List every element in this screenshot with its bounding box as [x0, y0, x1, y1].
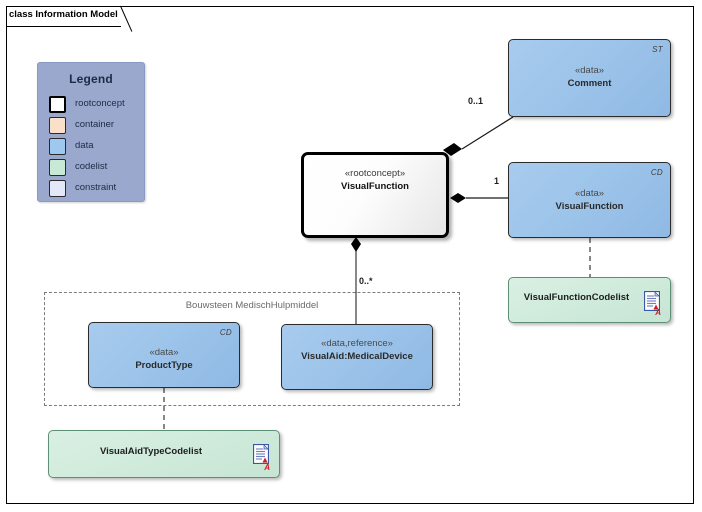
class-node-medicaldevice[interactable]: «data,reference» VisualAid:MedicalDevice	[281, 324, 433, 390]
class-name-producttype: ProductType	[135, 360, 193, 371]
diamond-comment-rootconcept	[443, 143, 462, 156]
class-name-rootconcept: VisualFunction	[341, 181, 409, 192]
a-marker-visualaidtypecodelist: A	[264, 463, 270, 472]
class-node-visualfunctioncodelist[interactable]: VisualFunctionCodelist A	[508, 277, 671, 323]
stereotype-rootconcept: «rootconcept»	[344, 168, 406, 179]
class-node-rootconcept-visualfunction[interactable]: «rootconcept» VisualFunction	[301, 152, 449, 238]
diamond-rootconcept-medicaldevice	[351, 237, 361, 252]
legend-items: rootconcept container data codelist cons…	[49, 95, 145, 200]
connector-comment-to-rootconcept	[461, 116, 514, 150]
class-name-visualfunctioncodelist: VisualFunctionCodelist	[523, 292, 630, 303]
a-marker-visualfunctioncodelist: A	[655, 308, 661, 317]
class-node-comment[interactable]: ST «data» Comment	[508, 39, 671, 117]
corner-tag-visualfunction: CD	[650, 168, 663, 177]
multiplicity-comment: 0..1	[468, 96, 484, 106]
legend-label-constraint: constraint	[75, 182, 117, 193]
class-node-producttype[interactable]: CD «data» ProductType	[88, 322, 240, 388]
legend-item-codelist: codelist	[49, 158, 145, 178]
legend-swatch-codelist	[49, 159, 66, 176]
class-name-comment: Comment	[567, 78, 612, 89]
stereotype-comment: «data»	[574, 65, 605, 76]
group-frame-label: Bouwsteen MedischHulpmiddel	[185, 300, 319, 311]
document-icon	[253, 444, 269, 464]
legend-item-container: container	[49, 116, 145, 136]
legend-item-data: data	[49, 137, 145, 157]
legend-item-constraint: constraint	[49, 179, 145, 199]
class-name-visualaidtypecodelist: VisualAidTypeCodelist	[99, 446, 203, 457]
class-node-visualfunction-data[interactable]: CD «data» VisualFunction	[508, 162, 671, 238]
group-frame-bouwsteen: Bouwsteen MedischHulpmiddel	[44, 292, 460, 406]
multiplicity-visualfunction: 1	[494, 176, 500, 186]
stereotype-visualfunction: «data»	[574, 188, 605, 199]
multiplicity-medicaldevice: 0..*	[359, 276, 373, 286]
legend-label-container: container	[75, 119, 115, 130]
frame-tab-underline	[6, 26, 121, 27]
legend-swatch-rootconcept	[49, 96, 66, 113]
corner-tag-producttype: CD	[219, 328, 232, 337]
class-node-visualaidtypecodelist[interactable]: VisualAidTypeCodelist A	[48, 430, 280, 478]
legend-label-codelist: codelist	[75, 161, 108, 172]
legend-label-rootconcept: rootconcept	[75, 98, 125, 109]
diagram-title: class Information Model	[9, 9, 118, 20]
legend-swatch-constraint	[49, 180, 66, 197]
legend-title: Legend	[69, 72, 113, 86]
class-name-medicaldevice: VisualAid:MedicalDevice	[301, 351, 413, 362]
legend-swatch-data	[49, 138, 66, 155]
corner-tag-comment: ST	[652, 45, 663, 54]
legend-label-data: data	[75, 140, 94, 151]
legend-item-rootconcept: rootconcept	[49, 95, 145, 115]
legend-panel: Legend rootconcept container data codeli…	[37, 62, 145, 202]
document-icon	[644, 291, 660, 311]
legend-swatch-container	[49, 117, 66, 134]
stereotype-producttype: «data»	[149, 347, 179, 358]
stereotype-medicaldevice: «data,reference»	[321, 338, 393, 349]
diamond-rootconcept-visualfunction	[450, 193, 466, 203]
class-name-visualfunction: VisualFunction	[555, 201, 624, 212]
